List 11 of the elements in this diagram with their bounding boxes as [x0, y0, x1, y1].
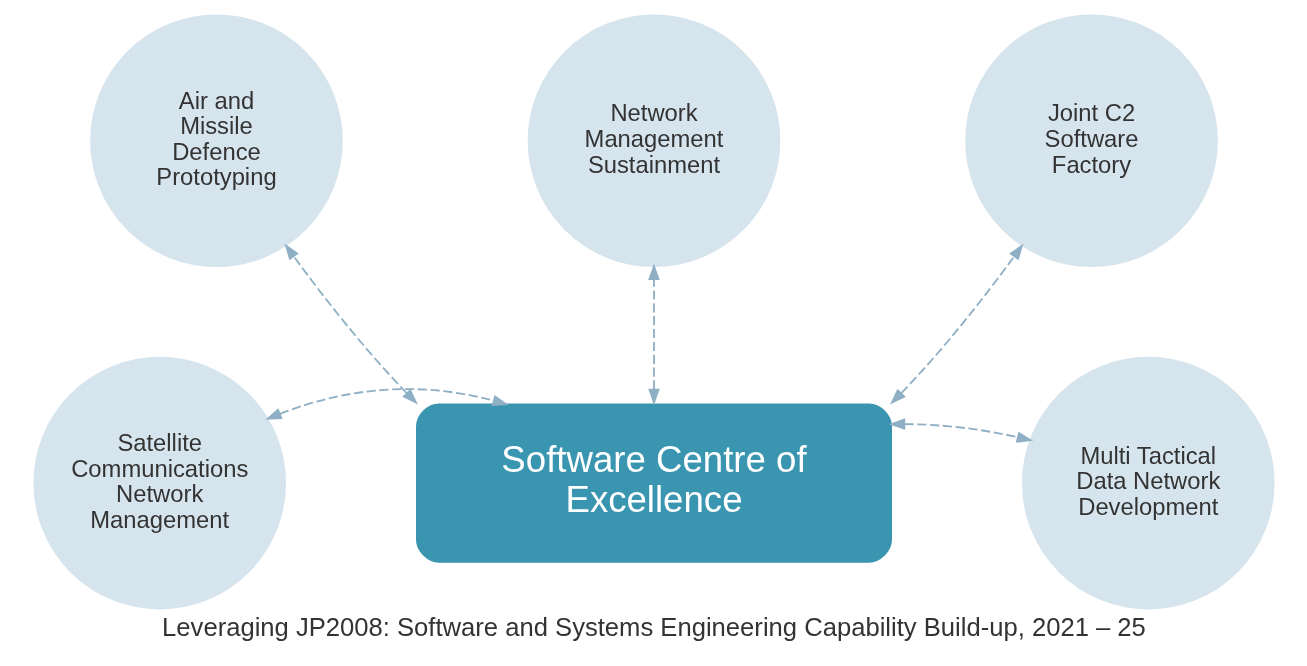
node-circle: Multi Tactical Data Network Development — [1021, 356, 1275, 610]
node-circle: Joint C2 Software Factory — [964, 14, 1218, 268]
node-circle: Air and Missile Defence Prototyping — [89, 14, 343, 268]
arrow — [283, 243, 418, 405]
node-circle: Network Management Sustainment — [527, 14, 780, 268]
arrow — [889, 243, 1024, 405]
caption: Leveraging JP2008: Software and Systems Engineering Capability Build-up, 2021 – 25 — [161, 613, 1146, 642]
node-box: Software Centre of Excellence — [415, 403, 892, 563]
arrow — [264, 388, 509, 420]
arrow — [647, 263, 660, 406]
arrow — [888, 418, 1033, 443]
